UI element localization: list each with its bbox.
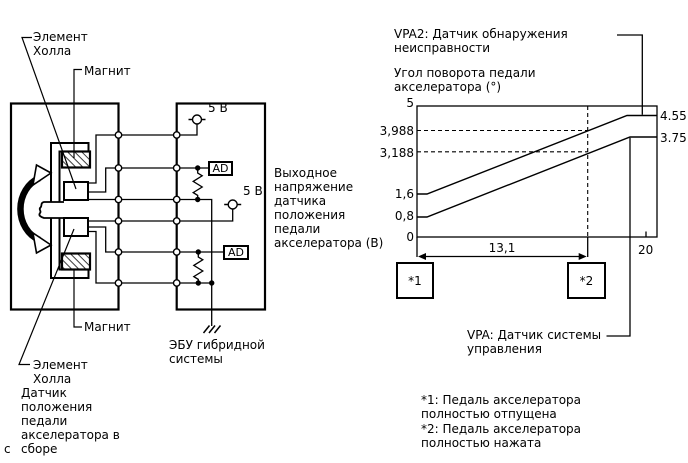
hall-element-top-shape	[63, 181, 89, 201]
vpa2-leader-line	[617, 34, 643, 115]
y-tick-08: 0,8	[394, 209, 414, 223]
hall-element-label-bottom: Элемент Холла	[33, 358, 88, 386]
magnet-bottom-shape	[60, 252, 92, 271]
ad-converter-box-1: AD	[208, 160, 233, 176]
end-value-375: 3.75	[660, 130, 687, 145]
hall-element-bottom-shape	[63, 217, 89, 237]
supply-5v-label-1: 5 В	[208, 101, 228, 115]
curve-vpa	[417, 136, 657, 218]
marker-box-1: *1	[396, 262, 434, 299]
y-tick-5: 5	[406, 95, 414, 110]
y-tick-16: 1,6	[394, 187, 414, 201]
rotation-arrow-icon	[17, 163, 53, 255]
x-tick-label-20: 20	[638, 243, 654, 257]
plot-frame	[416, 105, 658, 238]
vpa2-callout-label: VPA2: Датчик обнаружения неисправности	[394, 27, 568, 55]
output-voltage-label: Выходное напряжение датчика положения пе…	[274, 166, 384, 250]
ad-converter-box-2: AD	[223, 244, 249, 260]
marker-box-2: *2	[567, 262, 606, 299]
ecu-box	[175, 102, 267, 311]
footnote-1: *1: Педаль акселератора полностью отпуще…	[421, 393, 582, 421]
magnet-label-top: Магнит	[84, 64, 131, 78]
vpa-leader-line	[606, 137, 631, 337]
resistor-2	[192, 252, 205, 283]
curve-vpa2	[417, 114, 657, 195]
assembly-label: Датчик положения педали акселератора в с…	[21, 386, 120, 456]
end-value-455: 4.55	[660, 109, 687, 123]
vpa-callout-label: VPA: Датчик системы управления	[467, 328, 602, 356]
angle-axis-label: Угол поворота педали акселератора (°)	[394, 66, 536, 94]
terminal-circles	[114, 131, 181, 287]
leader-lines	[18, 36, 82, 366]
hall-element-label-top: Элемент Холла	[33, 30, 88, 58]
magnet-label-bottom: Магнит	[84, 320, 131, 334]
supply-5v-symbol-2	[224, 199, 242, 210]
shaft-tab-shape	[38, 201, 64, 219]
y-tick-3188: 3,188	[379, 145, 414, 160]
resistor-1	[191, 168, 204, 200]
dimension-span	[416, 237, 589, 260]
ecu-label: ЭБУ гибридной системы	[169, 338, 265, 366]
dashed-guides	[417, 106, 589, 237]
corner-letter: c	[4, 442, 11, 456]
junction-dots	[195, 165, 215, 286]
supply-5v-label-2: 5 В	[243, 184, 263, 198]
y-tick-0: 0	[406, 230, 414, 244]
supply-5v-symbol-1	[188, 114, 206, 125]
y-tick-3988: 3,988	[379, 124, 414, 138]
magnet-top-shape	[60, 150, 92, 169]
ground-icon	[202, 325, 222, 334]
footnote-2: *2: Педаль акселератора полностью нажата	[421, 422, 582, 450]
span-label-131: 13,1	[488, 241, 516, 255]
